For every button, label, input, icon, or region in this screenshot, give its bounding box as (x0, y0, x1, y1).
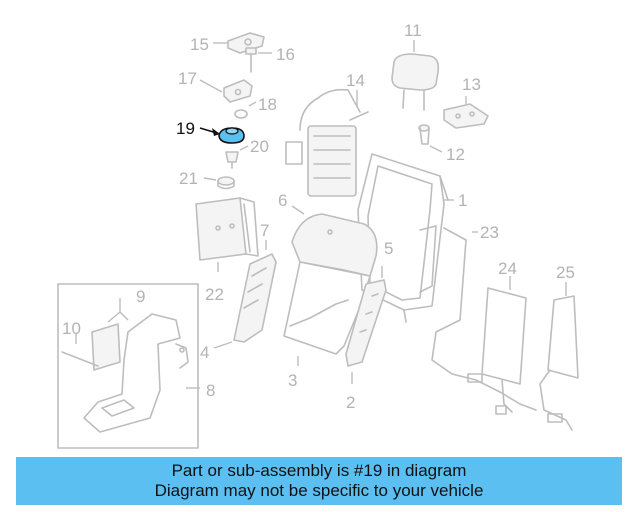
banner-line-1: Part or sub-assembly is #19 in diagram (171, 461, 467, 480)
part-20-button[interactable] (225, 151, 239, 169)
callout-7: 7 (260, 221, 269, 240)
part-16-screw[interactable] (245, 47, 257, 73)
callout-16: 16 (276, 45, 295, 64)
callout-17: 17 (178, 69, 197, 88)
part-3-cover[interactable] (283, 261, 371, 355)
part-11-headrest[interactable] (391, 53, 440, 111)
part-7-side-bolster[interactable] (233, 253, 277, 343)
callout-12: 12 (446, 145, 465, 164)
callout-20: 20 (250, 137, 269, 156)
callout-10: 10 (62, 319, 81, 338)
callout-15: 15 (190, 35, 209, 54)
part-21-grommet[interactable] (217, 176, 235, 190)
part-24-heater-mat[interactable] (481, 287, 527, 415)
part-5-side-trim[interactable] (345, 279, 387, 367)
part-22-panel[interactable] (195, 197, 259, 261)
callout-6: 6 (278, 191, 287, 210)
inset-box (57, 283, 199, 449)
callout-14: 14 (346, 71, 365, 90)
callout-9: 9 (136, 287, 145, 306)
callout-2: 2 (346, 393, 355, 412)
callout-1: 1 (458, 191, 467, 210)
part-23-heater-wire[interactable] (431, 227, 537, 411)
callout-22: 22 (205, 285, 224, 304)
part-18-clip[interactable] (234, 109, 248, 119)
callout-21: 21 (179, 169, 198, 188)
callout-19: 19 (176, 119, 195, 138)
part-17-bracket[interactable] (223, 79, 253, 103)
callout-11: 11 (404, 21, 422, 40)
callout-5: 5 (384, 239, 393, 258)
callout-4: 4 (200, 343, 209, 362)
info-banner: Part or sub-assembly is #19 in diagram D… (16, 457, 622, 505)
callout-25: 25 (556, 263, 575, 282)
callout-24: 24 (498, 259, 517, 278)
callout-13: 13 (462, 75, 481, 94)
callout-8: 8 (206, 381, 215, 400)
part-25-heater-pad[interactable] (539, 295, 579, 431)
banner-line-2: Diagram may not be specific to your vehi… (154, 481, 484, 500)
part-6-pad[interactable] (291, 213, 378, 277)
seat-parts-diagram: 15 16 17 18 19 20 21 (57, 21, 579, 449)
part-13-plate[interactable] (443, 103, 489, 129)
part-12-sleeve[interactable] (418, 124, 430, 145)
callout-23: 23 (480, 223, 499, 242)
callout-18: 18 (258, 95, 277, 114)
part-14-lumbar-mechanism[interactable] (285, 88, 369, 197)
callout-3: 3 (288, 371, 297, 390)
part-19-knob[interactable] (218, 127, 245, 144)
